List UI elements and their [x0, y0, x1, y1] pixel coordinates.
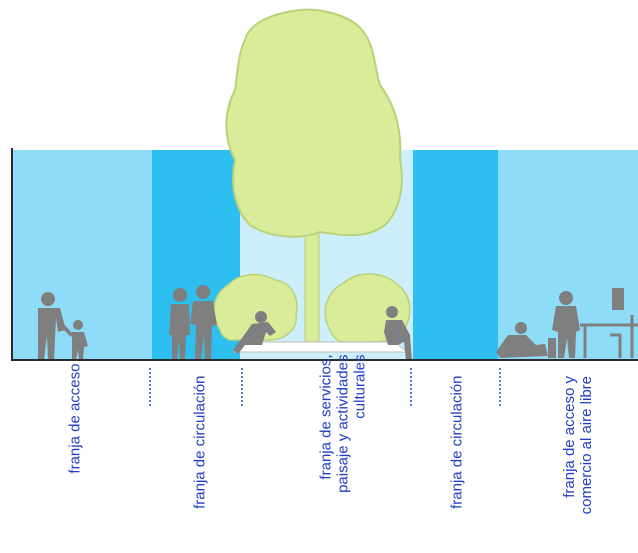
vendor-standing-icon [548, 291, 580, 358]
zone-label-circulacion-right: franja de circulación [448, 375, 466, 509]
person-with-child-icon [38, 292, 88, 360]
tree-icon [225, 8, 403, 346]
zone-label-acceso-comercio: franja de acceso y comercio al aire libr… [561, 376, 595, 515]
band-access-left [12, 150, 152, 360]
zone-label-circulacion-left: franja de circulación [191, 375, 209, 509]
zone-label-servicios: franja de servicios, paisaje y actividad… [317, 354, 369, 493]
market-stall-icon [580, 288, 638, 358]
bush-icon [213, 273, 298, 341]
vendor-crouching-icon [496, 322, 548, 358]
person-sitting-icon [384, 306, 412, 360]
couple-walking-icon [169, 285, 217, 360]
band-circulation-right [413, 150, 498, 360]
person-sitting-icon [233, 311, 276, 354]
zone-label-acceso: franja de acceso [66, 363, 84, 474]
